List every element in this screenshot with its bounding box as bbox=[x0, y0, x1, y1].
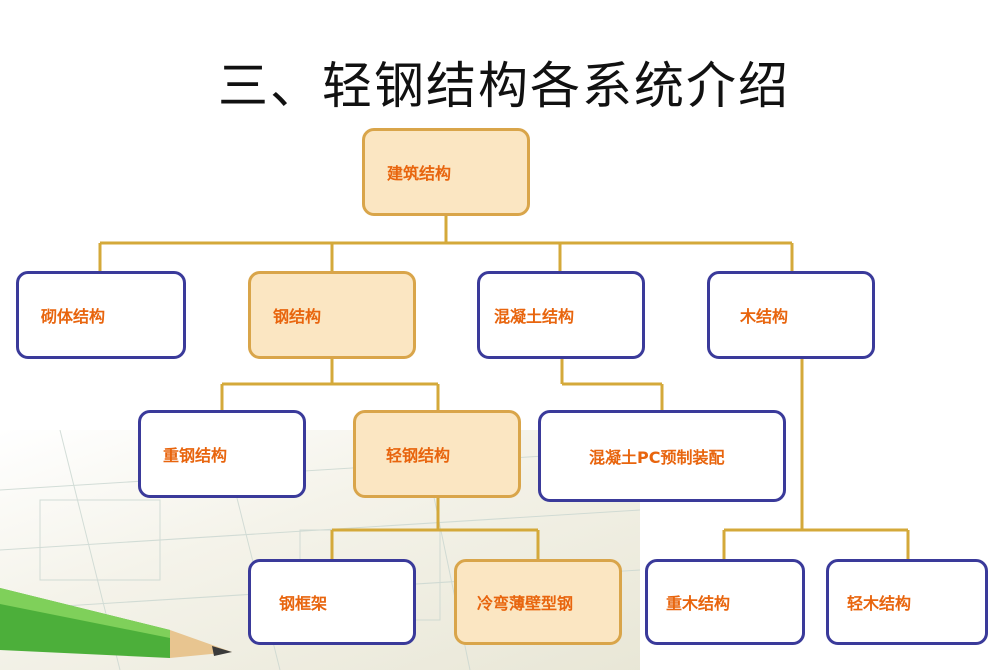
node-label: 冷弯薄壁型钢 bbox=[477, 594, 574, 613]
node-label: 重钢结构 bbox=[163, 446, 228, 465]
node-label: 混凝土PC预制装配 bbox=[589, 448, 725, 467]
node-label: 轻木结构 bbox=[847, 594, 912, 613]
page-title: 三、轻钢结构各系统介绍 bbox=[218, 57, 790, 115]
node-label: 钢结构 bbox=[273, 307, 322, 326]
pencil-icon bbox=[0, 588, 232, 658]
node-light-steel-structure: 轻钢结构 bbox=[353, 410, 521, 498]
node-steel-structure: 钢结构 bbox=[248, 271, 416, 359]
node-label: 砌体结构 bbox=[41, 307, 106, 326]
node-steel-frame: 钢框架 bbox=[248, 559, 416, 645]
node-concrete-pc-prefab: 混凝土PC预制装配 bbox=[538, 410, 786, 502]
node-cold-formed-thin-wall-steel: 冷弯薄壁型钢 bbox=[454, 559, 622, 645]
node-wood-structure: 木结构 bbox=[707, 271, 875, 359]
node-heavy-steel-structure: 重钢结构 bbox=[138, 410, 306, 498]
node-label: 木结构 bbox=[740, 307, 789, 326]
node-label: 建筑结构 bbox=[387, 164, 452, 183]
node-light-wood-structure: 轻木结构 bbox=[826, 559, 988, 645]
node-label: 重木结构 bbox=[666, 594, 731, 613]
node-building-structure: 建筑结构 bbox=[362, 128, 530, 216]
node-heavy-wood-structure: 重木结构 bbox=[645, 559, 805, 645]
node-concrete-structure: 混凝土结构 bbox=[477, 271, 645, 359]
node-label: 轻钢结构 bbox=[386, 446, 451, 465]
node-label: 钢框架 bbox=[279, 594, 328, 613]
node-masonry-structure: 砌体结构 bbox=[16, 271, 186, 359]
node-label: 混凝土结构 bbox=[494, 307, 575, 326]
